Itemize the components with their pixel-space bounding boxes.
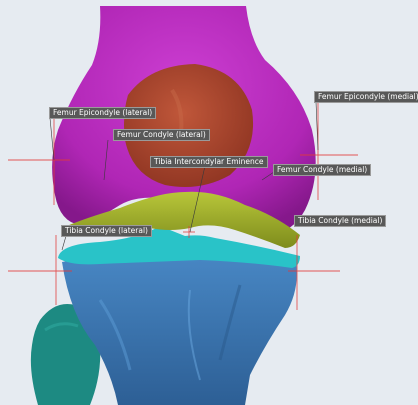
- tibia: [62, 254, 297, 405]
- label-femur-epicondyle-medial[interactable]: Femur Epicondyle (medial): [314, 91, 418, 103]
- label-tibia-intercondylar-eminence[interactable]: Tibia Intercondylar Eminence: [150, 156, 268, 168]
- femur-condyle-patch: [124, 64, 253, 187]
- label-femur-condyle-medial[interactable]: Femur Condyle (medial): [273, 164, 371, 176]
- label-femur-condyle-lateral[interactable]: Femur Condyle (lateral): [113, 129, 210, 141]
- label-tibia-condyle-medial[interactable]: Tibia Condyle (medial): [294, 215, 386, 227]
- label-tibia-condyle-lateral[interactable]: Tibia Condyle (lateral): [61, 225, 152, 237]
- label-femur-epicondyle-lateral[interactable]: Femur Epicondyle (lateral): [49, 107, 156, 119]
